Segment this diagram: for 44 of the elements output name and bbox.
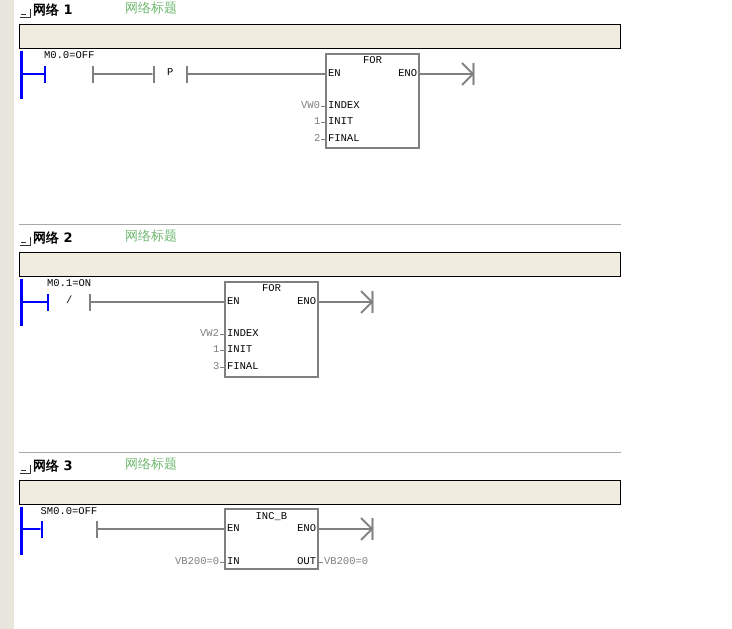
- instruction-name: FOR: [262, 282, 281, 296]
- contact-label: M0.0=OFF: [44, 50, 94, 63]
- power-rail: [20, 279, 23, 326]
- wire: [91, 301, 224, 303]
- wire: [98, 528, 224, 530]
- pin-label: OUT: [297, 556, 316, 568]
- pin-label: FINAL: [328, 132, 360, 146]
- contact-symbol: [40, 506, 98, 538]
- pin-label: EN: [328, 68, 341, 80]
- contact-symbol: [44, 50, 94, 83]
- network-label: 网络 2: [33, 231, 73, 247]
- pin-label: ENO: [297, 522, 316, 536]
- pin-label: ENO: [297, 296, 316, 308]
- wire: [23, 528, 40, 530]
- pin-label: EN: [227, 296, 240, 308]
- instruction-box: [325, 53, 420, 149]
- network-label: 网络 1: [33, 3, 73, 19]
- instruction-name: FOR: [363, 54, 382, 68]
- wire: [94, 73, 152, 75]
- pin-label: EN: [227, 522, 240, 536]
- contact-label: SM0.0=OFF: [40, 506, 98, 519]
- pin-label: INDEX: [227, 328, 259, 340]
- power-rail: [20, 51, 23, 99]
- instruction-name: INC_B: [256, 510, 288, 524]
- contact-label: M0.1=ON: [47, 278, 92, 291]
- instruction-box: [224, 281, 319, 378]
- contact-mark: /: [66, 295, 72, 308]
- pin-label: ENO: [398, 68, 417, 80]
- network-title: 网络标题: [125, 229, 177, 245]
- network-title: 网络标题: [125, 1, 177, 17]
- instruction-box: [224, 508, 319, 570]
- wire: [23, 301, 47, 303]
- contact-mark: P: [167, 67, 174, 80]
- network-label: 网络 3: [33, 459, 73, 475]
- pin-label: IN: [227, 556, 240, 568]
- pin-label: FINAL: [227, 360, 259, 374]
- wire: [23, 73, 44, 75]
- pin-label: INIT: [328, 116, 354, 128]
- network-title: 网络标题: [125, 457, 177, 473]
- power-rail: [20, 507, 23, 555]
- pin-label: INDEX: [328, 100, 360, 112]
- wire: [188, 73, 325, 75]
- contact-symbol: [47, 278, 91, 311]
- pin-label: INIT: [227, 344, 252, 356]
